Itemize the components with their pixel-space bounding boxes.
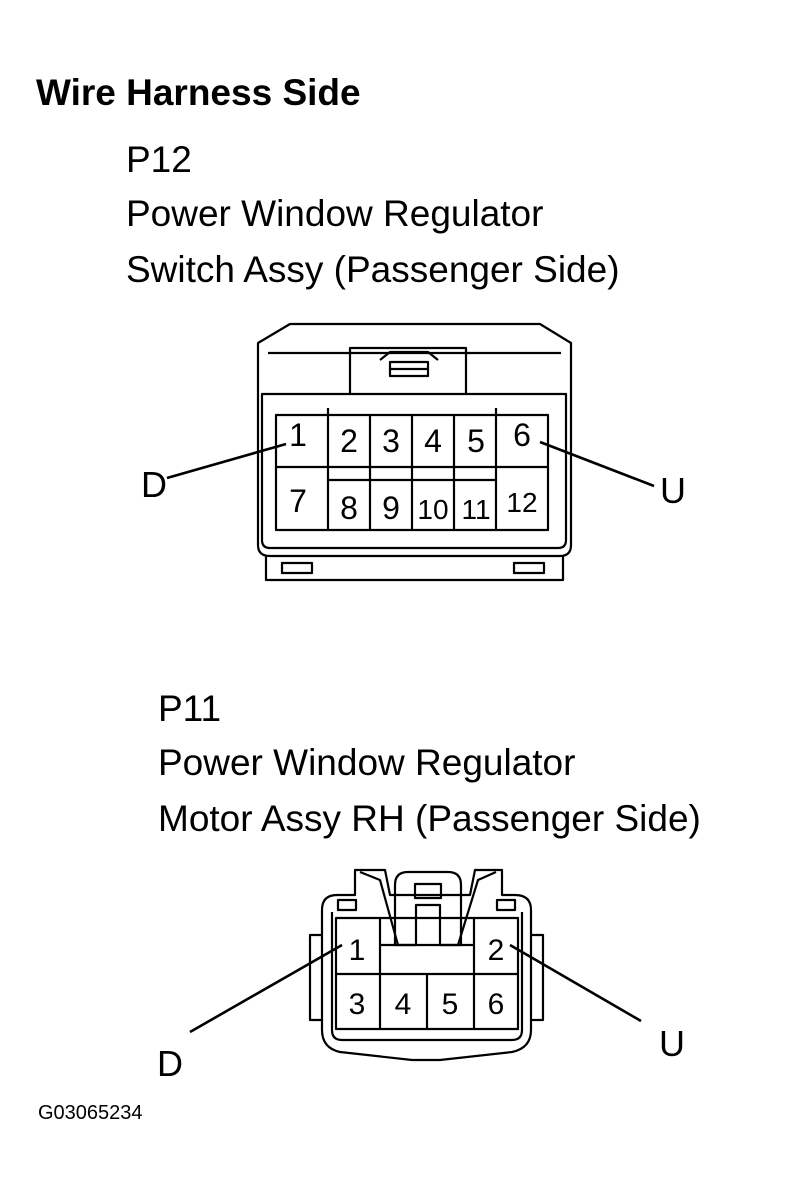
p11-pin-3: 3 (349, 988, 366, 1021)
p12-pin-9: 9 (382, 490, 400, 526)
p11-pin-2: 2 (488, 934, 505, 967)
p11-name-line1: Power Window Regulator (158, 742, 576, 783)
p12-cavity (260, 392, 568, 550)
p11-pin-4: 4 (395, 988, 412, 1021)
p12-pin-7: 7 (289, 483, 307, 519)
p11-callout-u: U (659, 1023, 685, 1064)
p12-code: P12 (126, 139, 192, 180)
p12-callout-line-u (539, 440, 655, 488)
p12-name-line2: Switch Assy (Passenger Side) (126, 249, 620, 290)
p11-connector (189, 868, 642, 1062)
p11-name-line2: Motor Assy RH (Passenger Side) (158, 798, 701, 839)
p11-pin-5: 5 (442, 988, 459, 1021)
p11-code: P11 (158, 688, 222, 729)
p12-pin-2: 2 (340, 423, 358, 459)
p12-pin-3: 3 (382, 423, 400, 459)
p12-pin-11: 11 (461, 494, 490, 525)
p11-pin-6: 6 (488, 988, 505, 1021)
p12-pin-4: 4 (424, 423, 442, 459)
p12-pin-6: 6 (513, 417, 531, 453)
p12-callout-u: U (660, 470, 686, 511)
p12-housing (256, 322, 573, 558)
p11-callout-line-d (189, 943, 343, 1034)
p12-bottom-rail (264, 556, 565, 582)
p12-connector (166, 322, 655, 582)
p12-pin-5: 5 (467, 423, 485, 459)
p12-callout-line-d (166, 442, 287, 480)
p11-pin-1: 1 (349, 934, 366, 967)
p11-cavity (330, 912, 524, 1042)
p12-name-line1: Power Window Regulator (126, 193, 544, 234)
p12-lock-tab (348, 346, 468, 394)
p12-callout-d: D (141, 464, 167, 505)
p12-pin-8: 8 (340, 490, 358, 526)
p12-pin-1: 1 (289, 417, 307, 453)
p12-pin-10: 10 (417, 494, 448, 525)
p11-callout-line-u (509, 943, 642, 1023)
p12-pin-12: 12 (506, 487, 537, 518)
section-heading: Wire Harness Side (36, 72, 361, 113)
figure-code: G03065234 (38, 1102, 143, 1124)
p11-callout-d: D (157, 1043, 183, 1084)
p11-housing (320, 868, 533, 1062)
